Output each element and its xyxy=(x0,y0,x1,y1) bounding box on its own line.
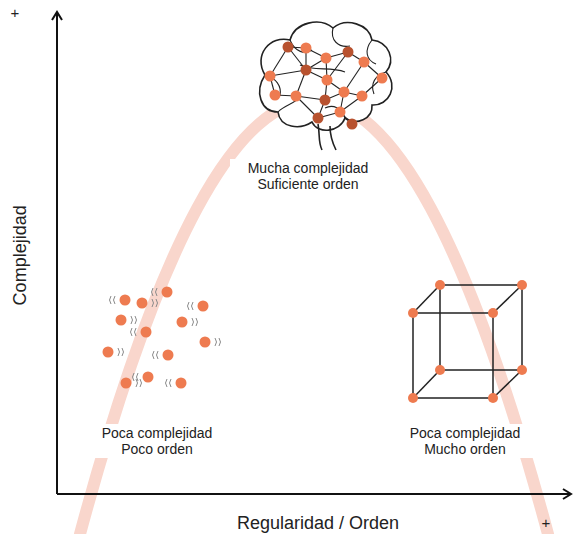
y-axis xyxy=(56,12,58,494)
axes xyxy=(52,12,571,499)
y-arrowhead xyxy=(52,12,62,20)
y-axis-title: Complejidad xyxy=(10,205,31,305)
x-axis-title: Regularidad / Orden xyxy=(237,513,399,534)
point-caption: Mucha complejidad Suficiente orden xyxy=(230,159,386,193)
x-axis xyxy=(57,493,571,495)
cube-vertices xyxy=(408,280,527,403)
point-caption: Poca complejidad Mucho orden xyxy=(390,424,541,458)
crystal-cube xyxy=(413,285,522,398)
complexity-curve xyxy=(80,100,548,534)
brain-illustration xyxy=(260,22,392,150)
x-arrowhead xyxy=(563,489,571,499)
axis-plus: + xyxy=(11,4,20,21)
axis-plus: + xyxy=(542,514,551,531)
point-caption: Poca complejidad Poco orden xyxy=(84,424,230,458)
particles-illustration xyxy=(103,287,221,389)
